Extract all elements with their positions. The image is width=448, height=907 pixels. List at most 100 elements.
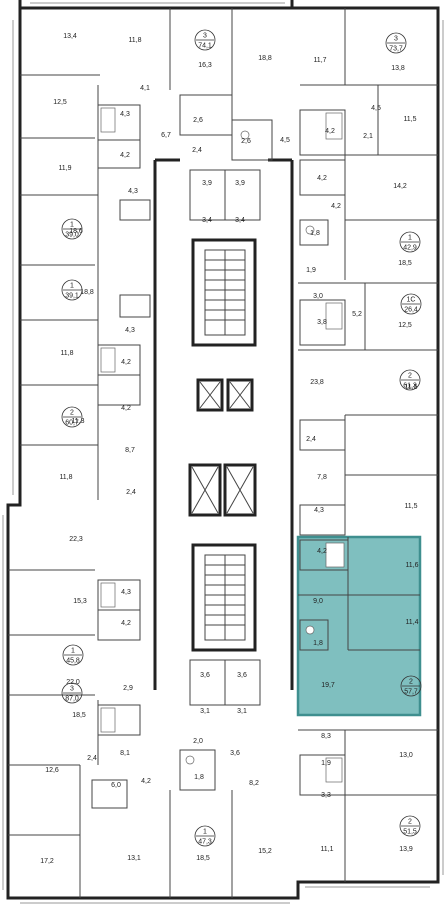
room-area-label: 22,0: [66, 679, 80, 686]
apartment-badge-circle: [62, 644, 84, 666]
apartment-badge[interactable]: 260,7: [61, 406, 83, 428]
apartment-badge[interactable]: 139,1: [61, 279, 83, 301]
room-area-label: 4,3: [128, 188, 138, 195]
apartment-badge[interactable]: 147,3: [194, 825, 216, 847]
room-area-label: 13,9: [399, 846, 413, 853]
apartment-badge-circle: [194, 825, 216, 847]
room-area-label: 4,2: [120, 152, 130, 159]
apartment-total-area: 39,0: [65, 232, 79, 239]
room-area-label: 8,3: [321, 733, 331, 740]
room-area-label: 15,2: [258, 848, 272, 855]
room-area-label: 6,0: [111, 782, 121, 789]
room-area-label: 3,8: [317, 319, 327, 326]
room-area-label: 3,0: [313, 293, 323, 300]
room-area-label: 1,8: [310, 230, 320, 237]
room-area-label: 11,8: [59, 474, 72, 481]
room-area-label: 9,0: [313, 598, 323, 605]
room-area-label: 13,4: [63, 33, 77, 40]
room-area-label: 15,3: [73, 598, 87, 605]
room-area-label: 4,1: [140, 85, 150, 92]
apartment-badge[interactable]: 373,7: [385, 32, 407, 54]
apartment-room-count: 3: [394, 36, 398, 43]
apartment-total-area: 39,1: [65, 293, 79, 300]
apartment-badge-circle: [400, 675, 422, 697]
apartment-total-area: 51,5: [403, 829, 417, 836]
apartment-room-count: 1С: [407, 297, 416, 304]
room-area-label: 13,1: [127, 855, 141, 862]
apartment-badge[interactable]: 142,9: [399, 231, 421, 253]
apartment-badge[interactable]: 139,0: [61, 218, 83, 240]
apartment-badge[interactable]: 387,0: [61, 682, 83, 704]
apartment-total-area: 74,1: [198, 43, 212, 50]
apartment-badge-circle: [61, 406, 83, 428]
apartment-total-area: 73,7: [389, 46, 403, 53]
apartment-room-count: 3: [70, 686, 74, 693]
apartment-badge[interactable]: 261,3: [399, 369, 421, 391]
room-area-label: 6,7: [161, 132, 171, 139]
room-area-label: 8,7: [125, 447, 135, 454]
room-area-label: 3,6: [200, 672, 210, 679]
room-area-label: 4,3: [125, 327, 135, 334]
apartment-badge-circle: [194, 29, 216, 51]
room-area-label: 7,8: [317, 474, 327, 481]
room-area-label: 3,9: [235, 180, 245, 187]
room-area-label: 14,2: [393, 183, 407, 190]
room-area-label: 12,6: [45, 767, 59, 774]
room-area-label: 12,5: [53, 99, 67, 106]
apartment-badge-circle: [385, 32, 407, 54]
apartment-room-count: 1: [71, 648, 75, 655]
outer-wall: [6, 0, 440, 900]
apartment-total-area: 61,3: [403, 383, 417, 390]
apartment-badge-circle: [399, 815, 421, 837]
room-area-label: 3,1: [200, 708, 210, 715]
apartment-room-count: 1: [70, 283, 74, 290]
room-area-label: 3,4: [202, 217, 212, 224]
room-area-label: 11,6: [405, 562, 418, 569]
building-core: [188, 169, 261, 706]
room-area-label: 2,9: [123, 685, 133, 692]
room-area-label: 3,6: [237, 672, 247, 679]
room-area-label: 13,8: [391, 65, 405, 72]
room-area-label: 11,7: [313, 57, 326, 64]
apartment-room-count: 3: [203, 33, 207, 40]
room-area-label: 5,2: [352, 311, 362, 318]
room-area-label: 11,5: [404, 503, 417, 510]
room-area-label: 11,5: [404, 384, 417, 391]
room-area-label: 4,2: [121, 405, 131, 412]
room-area-label: 4,3: [121, 589, 131, 596]
room-area-label: 18,5: [72, 712, 86, 719]
room-area-label: 18,5: [398, 260, 412, 267]
apartment-total-area: 60,7: [65, 420, 79, 427]
room-area-label: 1,9: [321, 760, 331, 767]
apartment-highlight-57-7[interactable]: [296, 535, 422, 717]
room-area-label: 11,3: [71, 418, 84, 425]
apartment-badge[interactable]: 145,8: [62, 644, 84, 666]
room-area-label: 3,6: [230, 750, 240, 757]
apartment-badge-circle: [61, 682, 83, 704]
room-area-label: 2,6: [241, 138, 251, 145]
apartment-badge-circle: [399, 231, 421, 253]
apartment-badge[interactable]: 251,5: [399, 815, 421, 837]
apartment-room-count: 2: [408, 373, 412, 380]
room-area-label: 2,1: [363, 133, 373, 140]
apartment-badge[interactable]: 374,1: [194, 29, 216, 51]
apartment-total-area: 45,8: [66, 658, 80, 665]
apartment-total-area: 87,0: [65, 696, 79, 703]
room-area-label: 18,8: [258, 55, 272, 62]
room-area-label: 11,9: [58, 165, 71, 172]
apartment-badge-circle: [400, 293, 422, 315]
room-area-label: 18,8: [80, 289, 94, 296]
room-area-label: 11,8: [60, 350, 73, 357]
room-area-label: 4,2: [317, 175, 327, 182]
room-area-label: 3,1: [237, 708, 247, 715]
room-area-label: 4,3: [314, 507, 324, 514]
apartment-badge[interactable]: 257,7: [400, 675, 422, 697]
apartment-room-count: 1: [203, 829, 207, 836]
room-area-label: 12,5: [398, 322, 412, 329]
room-area-label: 1,9: [306, 267, 316, 274]
room-area-label: 4,5: [371, 105, 381, 112]
